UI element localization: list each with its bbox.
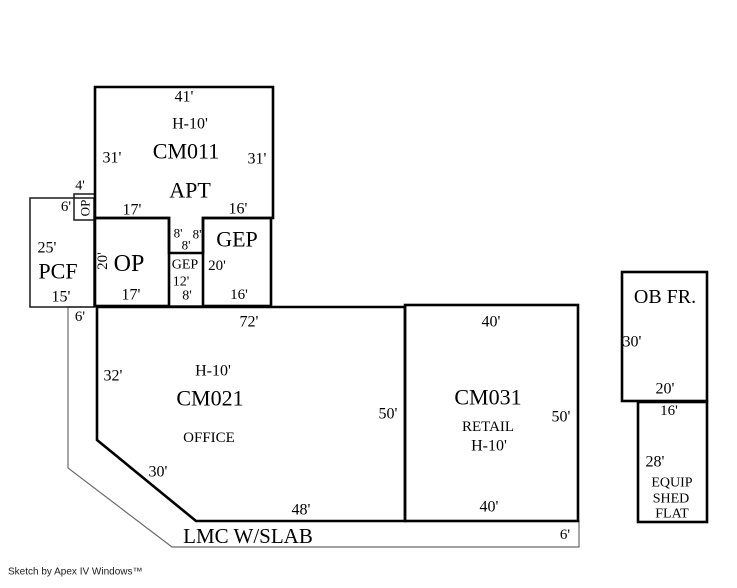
gep-dim-bottom: 16' — [230, 287, 248, 303]
cm021-use: OFFICE — [183, 430, 235, 446]
cm011-dim-left: 31' — [103, 150, 122, 167]
cm021-dim-left: 32' — [104, 368, 123, 385]
op-porch-dim-width: 4' — [75, 179, 85, 194]
equip-shed-label-line3: FLAT — [655, 507, 689, 522]
cm021-dim-right: 50' — [379, 406, 398, 423]
lmc-label: LMC W/SLAB — [183, 524, 313, 548]
cm021-code: CM021 — [176, 386, 243, 411]
op-dim-bottom: 17' — [122, 287, 141, 304]
cm031-outline — [403, 303, 580, 523]
cm031-use: RETAIL — [462, 419, 514, 435]
notch-dim-right: 8' — [193, 227, 202, 242]
equip-shed-dim-top: 16' — [660, 403, 678, 419]
cm011-height-note: H-10' — [172, 116, 208, 133]
op-label: OP — [114, 251, 145, 277]
gep-dim-left: 20' — [208, 258, 226, 274]
cm011-dim-right: 31' — [248, 151, 267, 168]
ob-fr-dim-left: 30' — [623, 334, 642, 351]
cm011-code: CM011 — [153, 139, 219, 164]
cm031-dim-right: 50' — [552, 409, 571, 426]
cm021-dim-bottom: 48' — [292, 502, 311, 519]
cm011-dim-bottom-right: 16' — [229, 201, 248, 218]
cm011-dim-bottom-left: 17' — [123, 202, 142, 219]
cm031-code: CM031 — [454, 385, 521, 410]
cm011-dim-top: 41' — [175, 89, 194, 106]
equip-shed-dim-left: 28' — [646, 454, 665, 471]
cm021-outline — [95, 305, 407, 523]
pcf-dim-left: 25' — [38, 240, 57, 257]
gep-small-dim-bottom: 8' — [182, 289, 192, 304]
cm021-dim-offset-left: 6' — [75, 309, 86, 325]
equip-shed-label-line2: SHED — [653, 492, 690, 507]
ob-fr-label: OB FR. — [634, 286, 696, 308]
op-dim-left: 20' — [95, 252, 111, 270]
equip-shed-outline — [636, 400, 709, 524]
cm031-dim-top: 40' — [482, 314, 501, 331]
gep-small-label: GEP — [172, 258, 199, 273]
op-porch-label: OP — [78, 200, 93, 217]
notch-dim-left: 8' — [174, 226, 183, 241]
sketch-credit: Sketch by Apex IV Windows™ — [8, 567, 143, 578]
ob-fr-dim-bottom: 20' — [656, 381, 675, 398]
equip-shed-label-line1: EQUIP — [651, 476, 692, 491]
cm021-height-note: H-10' — [195, 363, 231, 380]
cm031-height-note: H-10' — [471, 438, 507, 455]
cm021-dim-diagonal: 30' — [149, 464, 168, 481]
lmc-dim-right: 6' — [560, 527, 571, 543]
cm031-dim-bottom: 40' — [480, 499, 499, 516]
cm011-use: APT — [169, 178, 211, 203]
gep-label: GEP — [216, 227, 258, 252]
notch-dim-bottom: 8' — [182, 238, 191, 253]
op-porch-dim-height: 6' — [61, 199, 72, 215]
cm021-dim-top: 72' — [240, 314, 259, 331]
pcf-label: PCF — [38, 259, 77, 284]
pcf-dim-bottom: 15' — [52, 289, 71, 306]
gep-small-dim-left: 12' — [173, 275, 190, 290]
